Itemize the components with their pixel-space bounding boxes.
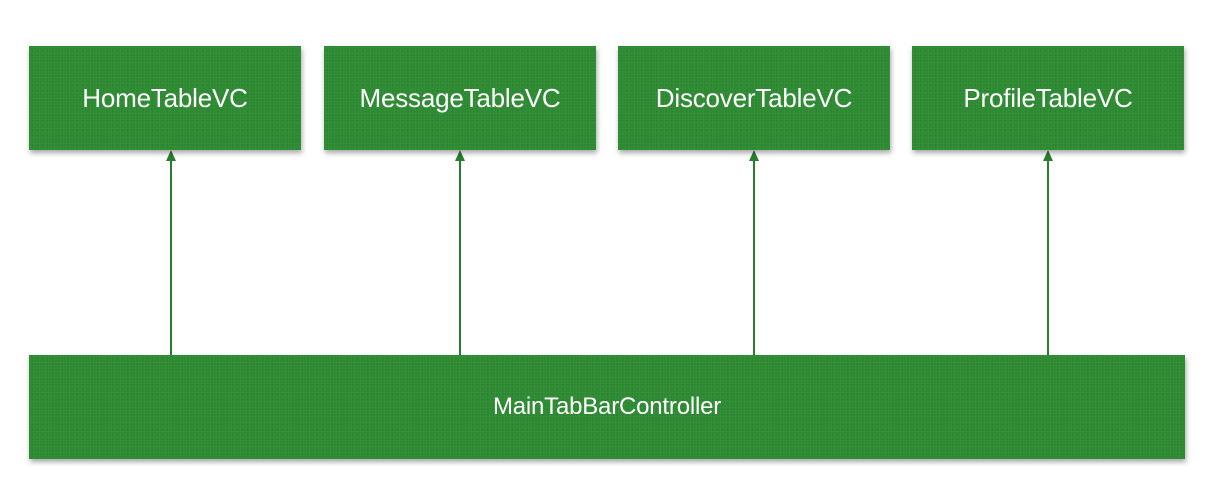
node-label: DiscoverTableVC [655,82,853,113]
arrow-main-to-home [166,150,176,355]
arrow-main-to-profile [1043,150,1053,355]
node-message-table-vc: MessageTableVC [324,46,596,150]
node-profile-table-vc: ProfileTableVC [912,46,1184,150]
arrow-main-to-discover [749,150,759,355]
node-home-table-vc: HomeTableVC [29,46,301,150]
node-label: ProfileTableVC [963,82,1133,113]
node-label: MessageTableVC [359,82,561,113]
node-label: MainTabBarController [492,393,722,420]
node-discover-table-vc: DiscoverTableVC [618,46,890,150]
node-main-tab-bar-controller: MainTabBarController [29,355,1185,459]
arrow-main-to-message [455,150,465,355]
node-label: HomeTableVC [82,82,248,113]
